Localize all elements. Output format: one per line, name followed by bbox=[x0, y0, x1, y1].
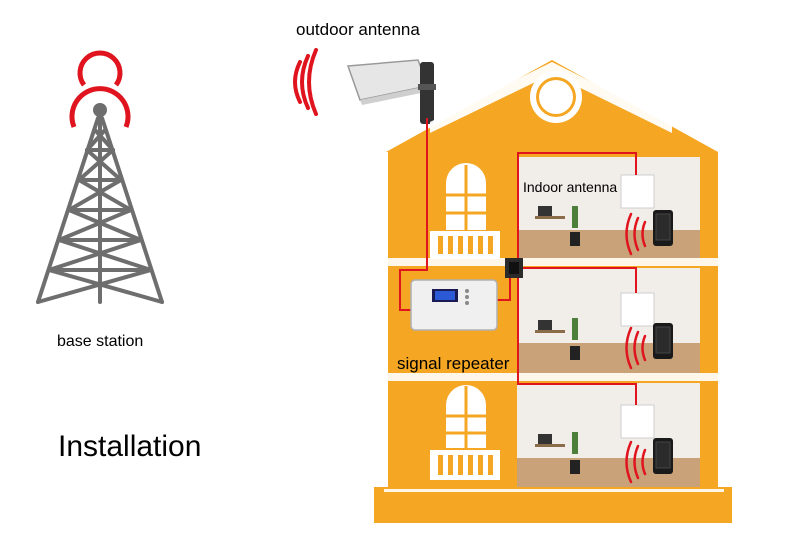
smartphone-icon bbox=[653, 323, 673, 359]
outdoor-signal-wave-icon bbox=[293, 48, 318, 116]
base-station-label: base station bbox=[57, 333, 144, 350]
signal-repeater-label: signal repeater bbox=[397, 354, 510, 373]
coax-cable bbox=[399, 118, 637, 405]
indoor-antenna-top bbox=[620, 174, 655, 209]
window-bottom bbox=[430, 385, 500, 480]
yagi-antenna-icon bbox=[346, 59, 436, 124]
outdoor-antenna-label: outdoor antenna bbox=[296, 20, 420, 39]
smartphone-icon bbox=[653, 438, 673, 474]
splitter-icon bbox=[505, 258, 523, 278]
signal-repeater-device-icon bbox=[410, 279, 498, 331]
indoor-antenna-label: Indoor antenna bbox=[523, 179, 618, 195]
cell-tower-icon bbox=[36, 50, 164, 304]
window-top bbox=[430, 163, 500, 259]
indoor-antenna-middle bbox=[620, 292, 655, 327]
phone-signal-wave-icon bbox=[625, 212, 647, 484]
indoor-antenna-bottom bbox=[620, 404, 655, 439]
room-bottom bbox=[517, 383, 700, 487]
smartphone-icon bbox=[653, 210, 673, 246]
installation-title: Installation bbox=[58, 430, 202, 463]
